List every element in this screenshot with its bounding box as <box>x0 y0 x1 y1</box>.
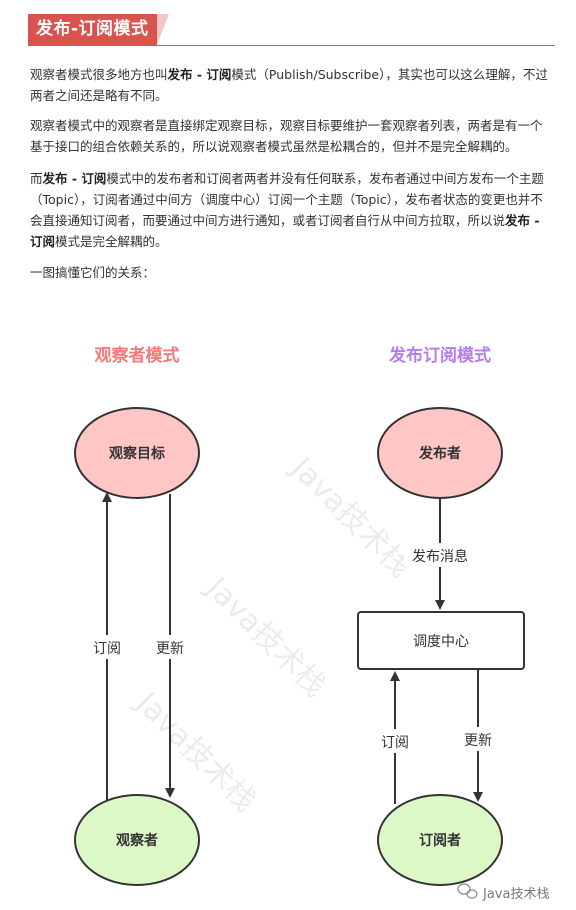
paragraph-3: 而发布 - 订阅模式中的发布者和订阅者两者并没有任何联系，发布者通过中间方发布一… <box>30 168 552 252</box>
observer-pattern-title: 观察者模式 <box>94 345 180 366</box>
subscribe2-label-bg <box>376 729 414 753</box>
paragraph-4: 一图搞懂它们的关系： <box>30 262 552 283</box>
p3-bold-1: 发布 - 订阅 <box>42 171 107 186</box>
p3-bold-2: 发布 - 订阅 <box>30 213 540 249</box>
relationship-diagram: Java技术栈 Java技术栈 Java技术栈 观察者模式 发布订阅模式 观察目… <box>74 345 549 902</box>
update-label: 更新 <box>156 641 184 657</box>
paragraph-1: 观察者模式很多地方也叫发布 - 订阅模式（Publish/Subscribe），… <box>30 64 552 106</box>
paragraph-2: 观察者模式中的观察者是直接绑定观察目标，观察目标要维护一套观察者列表，两者是有一… <box>30 115 552 157</box>
heading-title: 发布-订阅模式 <box>28 14 169 45</box>
p2-text: 观察者模式中的观察者是直接绑定观察目标，观察目标要维护一套观察者列表，两者是有一… <box>30 118 543 154</box>
p3-text-c: 模式中的发布者和订阅者两者并没有任何联系，发布者通过中间方发布一个主题（Topi… <box>30 171 544 228</box>
dispatcher-box <box>357 611 525 670</box>
publish-label-bg <box>404 543 476 567</box>
subscriber-label: 订阅者 <box>419 832 461 849</box>
subject-node <box>74 407 200 499</box>
p3-text-a: 而 <box>30 171 43 186</box>
update2-label-bg <box>459 727 497 751</box>
subscribe-label-bg <box>88 635 126 659</box>
p1-text-a: 观察者模式很多地方也叫 <box>30 67 168 82</box>
p1-text-c: 模式（Publish/Subscribe），其实也可以这么理解，不过两者之间还是… <box>30 67 548 103</box>
p4-text: 一图搞懂它们的关系： <box>30 265 156 280</box>
wechat-icon <box>457 883 478 899</box>
observer-node <box>74 794 200 886</box>
p3-text-e: 模式是完全解耦的。 <box>55 234 168 249</box>
publisher-label: 发布者 <box>418 445 461 462</box>
publish-message-label: 发布消息 <box>412 548 468 565</box>
section-heading: 发布-订阅模式 <box>28 14 555 46</box>
subscriber-node <box>377 794 503 886</box>
subscribe2-label: 订阅 <box>381 735 409 751</box>
footer-brand: Java技术栈 <box>457 883 549 902</box>
pubsub-pattern-title: 发布订阅模式 <box>388 345 491 366</box>
update-label-bg <box>151 635 189 659</box>
observer-label: 观察者 <box>116 832 158 849</box>
dispatcher-label: 调度中心 <box>413 634 469 650</box>
footer-brand-text: Java技术栈 <box>482 887 549 902</box>
heading-underline <box>28 45 555 46</box>
subject-label: 观察目标 <box>109 445 165 462</box>
update2-label: 更新 <box>464 733 492 749</box>
watermark-2: Java技术栈 <box>198 569 333 704</box>
p1-bold: 发布 - 订阅 <box>167 67 232 82</box>
subscribe-label: 订阅 <box>93 641 121 657</box>
